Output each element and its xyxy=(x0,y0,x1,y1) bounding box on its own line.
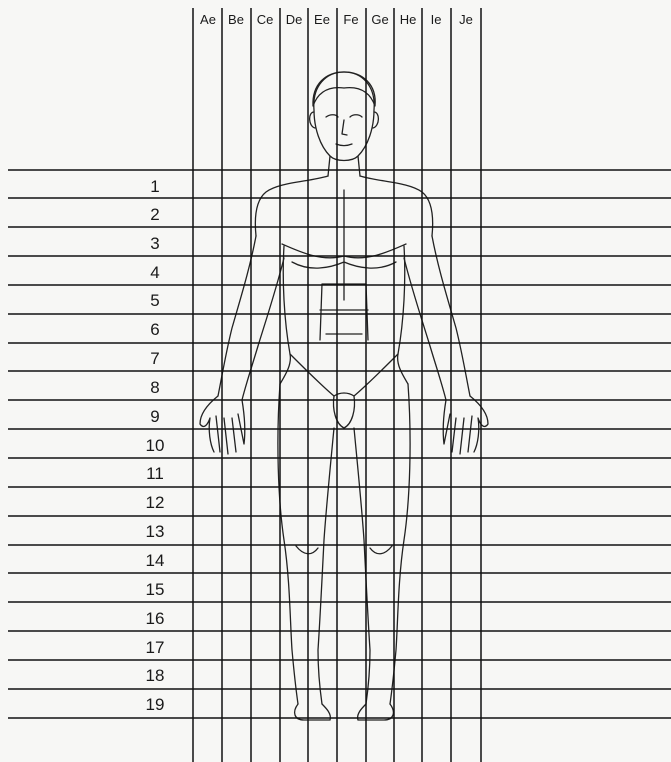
left-eye xyxy=(326,115,338,117)
mouth xyxy=(336,144,352,146)
neck xyxy=(328,156,360,176)
row-label-8: 8 xyxy=(150,378,159,397)
right-arm xyxy=(404,236,470,400)
row-label-13: 13 xyxy=(146,522,165,541)
row-label-19: 19 xyxy=(146,695,165,714)
column-label-je: Je xyxy=(459,12,473,27)
left-leg xyxy=(278,384,334,704)
row-label-6: 6 xyxy=(150,320,159,339)
row-label-11: 11 xyxy=(146,464,164,483)
column-label-ee: Ee xyxy=(314,12,330,27)
row-label-5: 5 xyxy=(150,291,159,310)
row-label-4: 4 xyxy=(150,263,159,282)
row-label-14: 14 xyxy=(146,551,165,570)
column-label-be: Be xyxy=(228,12,244,27)
row-label-15: 15 xyxy=(146,580,165,599)
left-knee xyxy=(296,546,318,554)
row-label-3: 3 xyxy=(150,234,159,253)
column-label-ce: Ce xyxy=(257,12,274,27)
column-label-he: He xyxy=(400,12,417,27)
row-label-16: 16 xyxy=(146,609,165,628)
column-label-fe: Fe xyxy=(343,12,358,27)
row-labels: 1 2 3 4 5 6 7 8 9 10 11 12 13 14 15 16 1… xyxy=(146,177,165,714)
vertical-lines xyxy=(193,8,481,762)
column-label-ae: Ae xyxy=(200,12,216,27)
right-leg xyxy=(354,384,410,704)
row-label-17: 17 xyxy=(146,638,165,657)
row-label-10: 10 xyxy=(146,436,165,455)
row-label-9: 9 xyxy=(150,407,159,426)
pelvis xyxy=(290,354,398,396)
column-label-de: De xyxy=(286,12,303,27)
horizontal-lines xyxy=(8,170,671,718)
column-label-ge: Ge xyxy=(371,12,388,27)
row-label-7: 7 xyxy=(150,349,159,368)
row-label-1: 1 xyxy=(150,177,159,196)
head-outline xyxy=(314,72,374,161)
right-eye xyxy=(350,115,362,117)
row-label-18: 18 xyxy=(146,666,165,685)
human-figure xyxy=(200,72,488,720)
row-label-12: 12 xyxy=(146,493,165,512)
grid-lines xyxy=(8,8,671,762)
nose xyxy=(342,120,347,135)
column-label-ie: Ie xyxy=(431,12,442,27)
right-knee xyxy=(370,546,392,554)
row-label-2: 2 xyxy=(150,205,159,224)
